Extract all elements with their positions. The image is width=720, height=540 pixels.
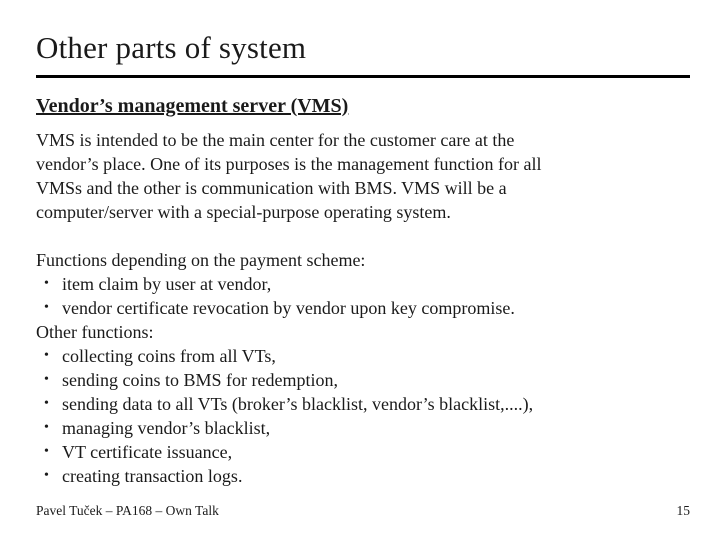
list-item: • managing vendor’s blacklist, bbox=[36, 416, 686, 440]
list-item: • VT certificate issuance, bbox=[36, 440, 686, 464]
list-item-text: vendor certificate revocation by vendor … bbox=[62, 298, 515, 318]
section-heading-payment-scheme: Functions depending on the payment schem… bbox=[36, 250, 366, 270]
slide-footer: Pavel Tuček – PA168 – Own Talk 15 bbox=[36, 503, 690, 519]
list-item: • item claim by user at vendor, bbox=[36, 272, 686, 296]
slide-subtitle: Vendor’s management server (VMS) bbox=[36, 95, 349, 117]
bullet-icon: • bbox=[44, 468, 49, 483]
list-item-text: collecting coins from all VTs, bbox=[62, 346, 276, 366]
bullet-icon: • bbox=[44, 396, 49, 411]
list-item: • collecting coins from all VTs, bbox=[36, 344, 686, 368]
slide-title: Other parts of system bbox=[36, 30, 307, 65]
title-underline-rule bbox=[36, 75, 690, 78]
list-item-text: item claim by user at vendor, bbox=[62, 274, 272, 294]
list-item: • vendor certificate revocation by vendo… bbox=[36, 296, 686, 320]
paragraph-line: vendor’s place. One of its purposes is t… bbox=[36, 154, 542, 174]
page-number: 15 bbox=[676, 503, 691, 518]
list-item-text: managing vendor’s blacklist, bbox=[62, 418, 271, 438]
list-item: • sending data to all VTs (broker’s blac… bbox=[36, 392, 686, 416]
bullet-icon: • bbox=[44, 300, 49, 315]
section-heading-other-functions: Other functions: bbox=[36, 322, 154, 342]
list-item: • creating transaction logs. bbox=[36, 464, 686, 488]
bullet-icon: • bbox=[44, 348, 49, 363]
paragraph-line: VMS is intended to be the main center fo… bbox=[36, 130, 515, 150]
paragraph-line: computer/server with a special-purpose o… bbox=[36, 202, 451, 222]
footer-credit: Pavel Tuček – PA168 – Own Talk bbox=[36, 503, 219, 518]
list-item-text: sending coins to BMS for redemption, bbox=[62, 370, 338, 390]
intro-paragraph: VMS is intended to be the main center fo… bbox=[36, 128, 676, 224]
paragraph-line: VMSs and the other is communication with… bbox=[36, 178, 507, 198]
functions-block: Functions depending on the payment schem… bbox=[36, 248, 686, 488]
bullet-icon: • bbox=[44, 276, 49, 291]
bullet-icon: • bbox=[44, 420, 49, 435]
bullet-icon: • bbox=[44, 444, 49, 459]
list-item-text: VT certificate issuance, bbox=[62, 442, 233, 462]
list-item-text: sending data to all VTs (broker’s blackl… bbox=[62, 394, 534, 414]
list-item: • sending coins to BMS for redemption, bbox=[36, 368, 686, 392]
bullet-icon: • bbox=[44, 372, 49, 387]
list-item-text: creating transaction logs. bbox=[62, 466, 243, 486]
